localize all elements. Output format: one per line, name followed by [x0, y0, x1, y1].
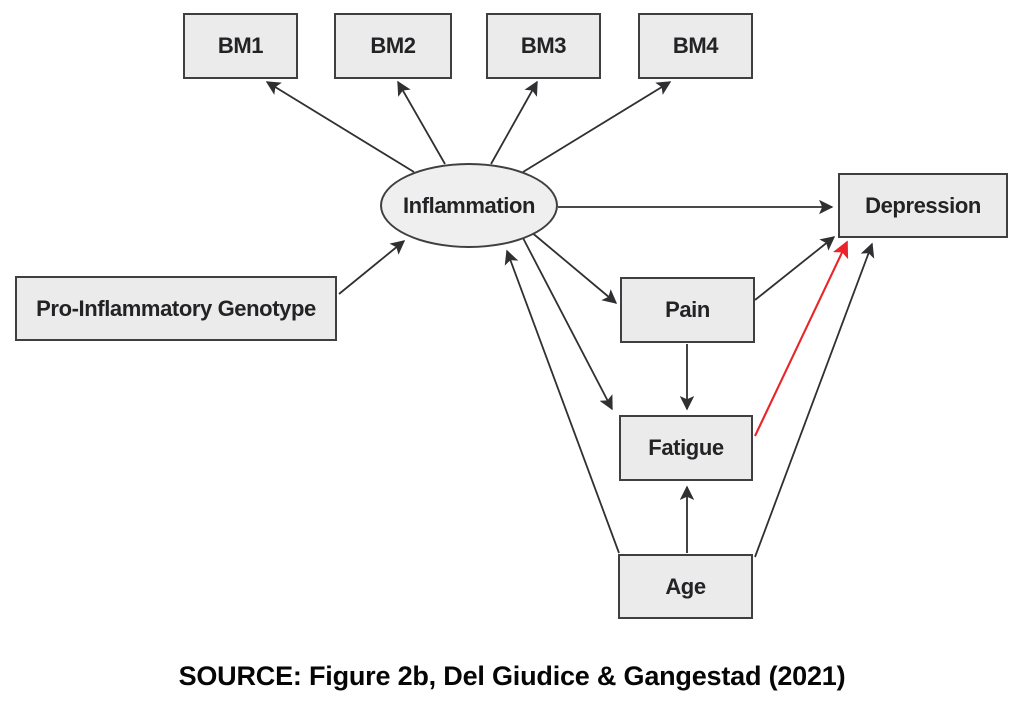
- edge-inflammation-fatigue: [522, 237, 613, 411]
- edge-inflammation-bm3: [490, 80, 538, 165]
- edge-age-depression: [754, 242, 875, 558]
- edge-age-inflammation: [504, 249, 620, 554]
- node-depression-label: Depression: [865, 192, 981, 218]
- edge-fatigue-depression-red: [754, 240, 849, 437]
- node-pain-label: Pain: [665, 297, 710, 322]
- edge-genotype-inflammation: [338, 240, 406, 295]
- node-depression: Depression: [838, 173, 1008, 238]
- node-fatigue: Fatigue: [619, 415, 753, 481]
- node-bm4: BM4: [638, 13, 753, 79]
- node-bm3: BM3: [486, 13, 601, 79]
- node-inflammation-label: Inflammation: [402, 192, 536, 218]
- node-bm2-label: BM2: [370, 33, 416, 58]
- source-caption: SOURCE: Figure 2b, Del Giudice & Gangest…: [178, 661, 846, 691]
- node-pain: Pain: [620, 277, 755, 343]
- node-fatigue-label: Fatigue: [648, 435, 724, 460]
- edge-inflammation-bm2: [397, 80, 446, 165]
- node-bm4-label: BM4: [672, 33, 719, 58]
- node-bm3-label: BM3: [520, 33, 567, 58]
- edge-inflammation-bm4: [522, 81, 672, 173]
- node-pro-inflammatory-genotype: Pro-Inflammatory Genotype: [15, 276, 337, 341]
- node-age: Age: [618, 554, 753, 619]
- node-pro-inflammatory-genotype-label: Pro-Inflammatory Genotype: [36, 295, 316, 321]
- edge-inflammation-bm1: [265, 81, 415, 173]
- edge-inflammation-pain: [529, 230, 618, 304]
- node-bm1: BM1: [183, 13, 298, 79]
- edge-pain-depression: [754, 236, 836, 301]
- node-age-label: Age: [665, 573, 706, 599]
- node-inflammation: Inflammation: [380, 163, 558, 248]
- node-bm2: BM2: [334, 13, 452, 79]
- node-bm1-label: BM1: [217, 33, 264, 58]
